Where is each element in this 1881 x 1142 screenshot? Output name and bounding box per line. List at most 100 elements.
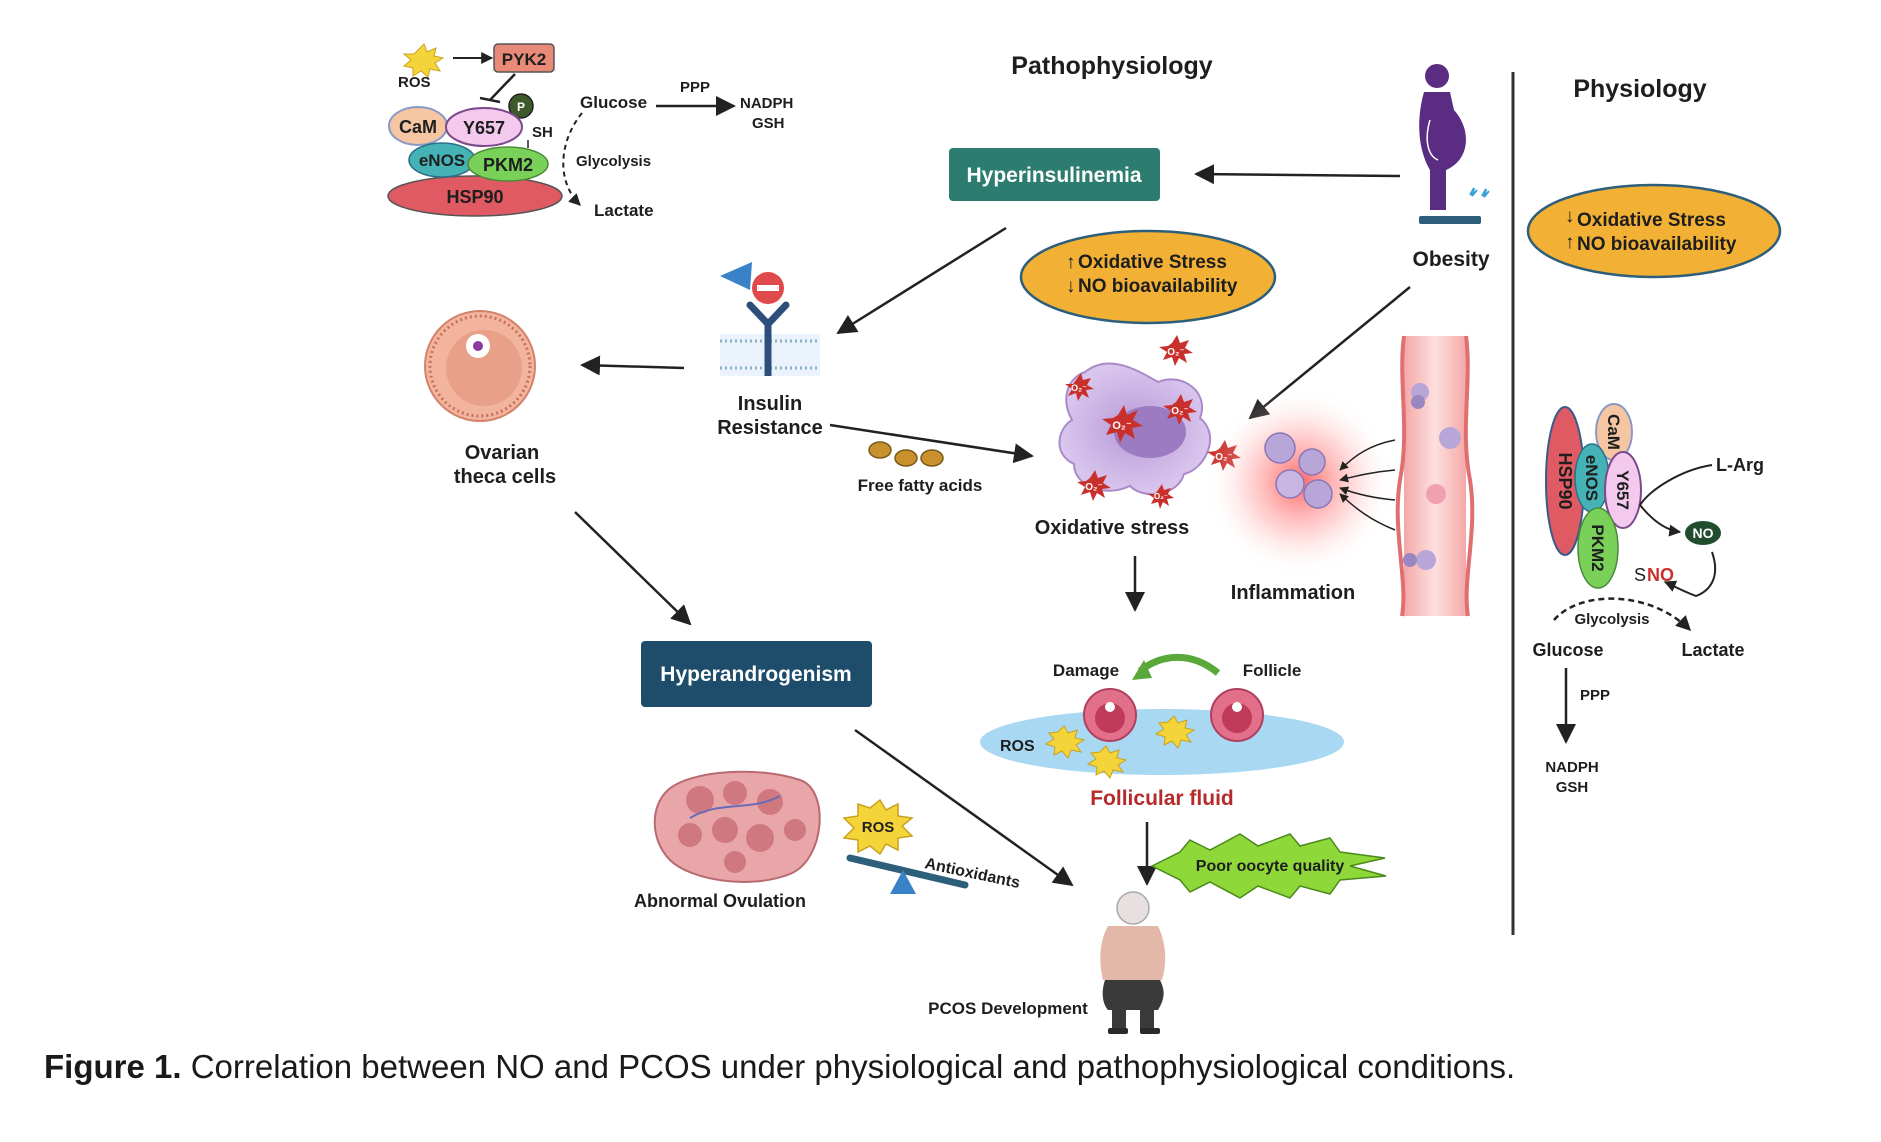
abnormal-ovulation-label: Abnormal Ovulation [634, 891, 806, 911]
pyk2-label: PYK2 [502, 50, 546, 69]
o2-badge-7 [1148, 484, 1174, 509]
enos-label: eNOS [419, 151, 465, 170]
pathophysiology-title: Pathophysiology [1011, 52, 1213, 80]
hyperandrogenism-label: Hyperandrogenism [660, 663, 851, 686]
resistance-label: Resistance [717, 417, 823, 439]
physiology-title: Physiology [1573, 75, 1706, 103]
r-ppp-label: PPP [1580, 687, 1610, 704]
r-glycolysis-label: Glycolysis [1574, 611, 1649, 628]
o2-badge-4 [1065, 373, 1094, 401]
y657-shape [445, 107, 523, 147]
patho-oval-up-arrow: ↑ [1066, 252, 1076, 273]
r-glycolysis-dashed-arrow [1553, 597, 1692, 632]
fatty-acid-blob-1 [868, 441, 892, 459]
o2-badge-2-text: O₂⁻ [1171, 406, 1189, 417]
r-y657-label: Y657 [1613, 470, 1632, 510]
no-label: NO [1693, 525, 1714, 541]
patho-oval-down-arrow: ↓ [1066, 276, 1076, 297]
antioxidants-label: Antioxidants [923, 855, 1021, 892]
o2-badge-1-text: O₂⁻ [1112, 420, 1131, 432]
patho-oval-line2: NO bioavailability [1078, 276, 1238, 297]
ovarian-label-2: theca cells [454, 466, 556, 488]
y657-label: Y657 [463, 118, 505, 138]
fatty-acid-blob-2 [894, 449, 918, 467]
phospho-circle [508, 93, 534, 119]
damage-curved-arrow [1137, 653, 1221, 676]
damage-label: Damage [1053, 661, 1119, 680]
poor-oocyte-label: Poor oocyte quality [1196, 858, 1345, 875]
hyperinsulinemia-label: Hyperinsulinemia [966, 164, 1141, 187]
o2-badge-4-text: O₂⁻ [1071, 383, 1087, 393]
obesity-to-hyperinsulinemia-arrow [1194, 164, 1401, 185]
ovary-icon [653, 770, 821, 883]
ovarian-to-hyperandrogenism-arrow [574, 511, 692, 626]
follicle-label: Follicle [1243, 661, 1302, 680]
insulin-receptor-icon [720, 262, 820, 376]
r-nadph-label: NADPH [1545, 759, 1598, 776]
obesity-label: Obesity [1412, 248, 1489, 271]
ros-seesaw-label: ROS [862, 819, 895, 836]
insulin-label: Insulin [738, 393, 802, 415]
pcos-person-icon [1100, 891, 1166, 1034]
ros-burst-follicle-3 [1154, 715, 1196, 749]
fatty-acid-blob-3 [920, 449, 944, 467]
o2-badge-6-text: O₂⁻ [1085, 482, 1103, 493]
damaged-follicle-icon [1083, 688, 1137, 742]
nadph-label: NADPH [740, 95, 793, 112]
pyk2-inhibit-bar [479, 96, 501, 104]
ros-burst-follicle-1 [1044, 725, 1086, 759]
phospho-label: P [517, 100, 525, 114]
patho-oxidative-oval [1019, 229, 1277, 325]
physio-oxidative-oval [1526, 183, 1782, 279]
r-cam-label: CaM [1604, 414, 1623, 450]
pkm2-label: PKM2 [483, 155, 533, 175]
oxidative-stress-label: Oxidative stress [1035, 517, 1190, 539]
l-arg-to-no-arrow [1638, 464, 1713, 537]
physio-oval-line2: NO bioavailability [1577, 234, 1737, 255]
cam-label: CaM [399, 117, 437, 137]
patho-oval-line1: Oxidative Stress [1078, 252, 1227, 273]
pyk2-box [493, 43, 555, 73]
o2-badge-2 [1163, 394, 1197, 425]
damage-arrowhead [1132, 660, 1152, 680]
sh-label: SH [532, 124, 553, 141]
sno-no-label: NO [1647, 565, 1674, 585]
r-gsh-label: GSH [1556, 779, 1589, 796]
hyperandrogenism-box [641, 641, 872, 707]
insulin-to-oxidative-arrow [829, 423, 1034, 464]
l-arg-label: L-Arg [1716, 455, 1764, 475]
ros-label: ROS [398, 74, 431, 91]
hsp90-shape [387, 175, 563, 217]
o2-badge-6 [1077, 470, 1111, 501]
glycolysis-dashed-arrow [562, 112, 583, 206]
ovarian-label-1: Ovarian [465, 442, 539, 464]
physio-oval-line1: Oxidative Stress [1577, 210, 1726, 231]
pkm2-shape [467, 146, 549, 182]
r-hsp90-label: HSP90 [1555, 452, 1575, 509]
immune-cells [1264, 432, 1333, 509]
ovarian-cell-icon [424, 310, 536, 422]
migration-arrows [1339, 439, 1396, 531]
poor-oocyte-burst [1150, 833, 1387, 899]
ros-burst-icon [402, 43, 445, 78]
inflammation-label: Inflammation [1231, 582, 1355, 604]
ros-burst-follicle-2 [1086, 745, 1128, 779]
o2-badge-1 [1102, 405, 1143, 443]
hyperinsulinemia-box [949, 148, 1160, 201]
r-lactate-label: Lactate [1681, 640, 1744, 660]
insulin-to-ovarian-arrow [580, 355, 685, 376]
r-pkm2-shape [1577, 507, 1619, 589]
r-glucose-label: Glucose [1532, 640, 1603, 660]
glucose-label: Glucose [580, 93, 647, 112]
hsp90-label: HSP90 [446, 187, 503, 207]
figure-caption: Figure 1. Correlation between NO and PCO… [44, 1048, 1515, 1086]
r-pkm2-label: PKM2 [1588, 524, 1607, 571]
right-enos-complex: HSP90 CaM eNOS Y657 PKM2 [1545, 403, 1642, 589]
caption-text: Correlation between NO and PCOS under ph… [190, 1048, 1516, 1085]
healthy-follicle-icon [1210, 688, 1264, 742]
seesaw-beam [846, 854, 969, 889]
glycolysis-label: Glycolysis [576, 153, 651, 170]
blood-vessel-icon [1395, 335, 1475, 617]
ros-seesaw-burst [842, 798, 914, 856]
hyperinsulinemia-to-insulin-arrow [836, 226, 1007, 335]
